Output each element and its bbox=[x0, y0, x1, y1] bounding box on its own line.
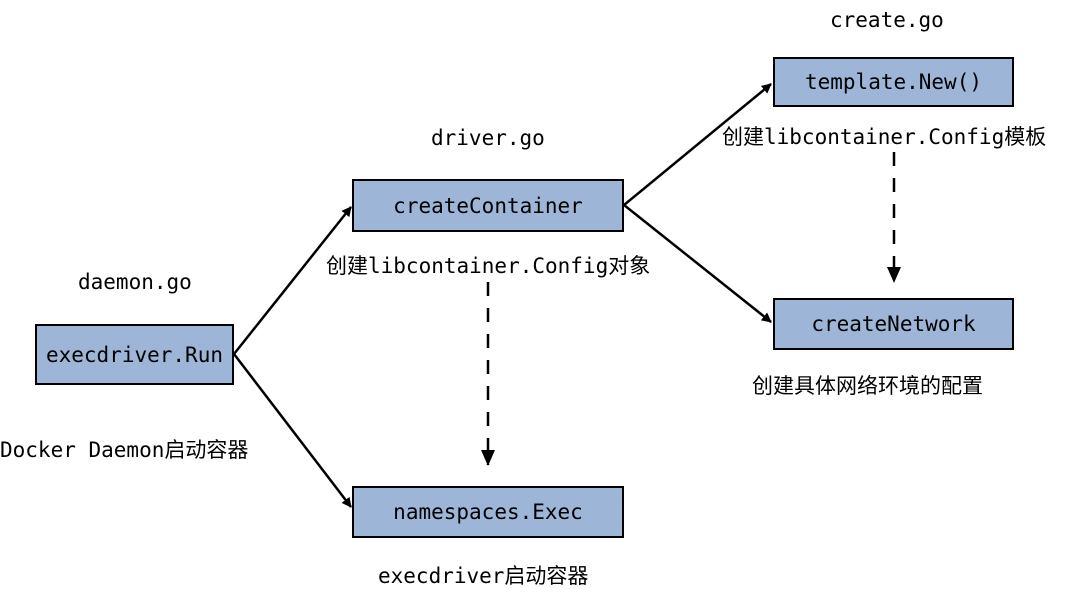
arrow-run-to-namespacesexec bbox=[233, 353, 352, 508]
caption-namespaces-exec: execdriver启动容器 bbox=[378, 564, 589, 588]
node-template-new: template.New() bbox=[773, 57, 1014, 107]
caption-create-container: 创建libcontainer.Config对象 bbox=[326, 254, 651, 278]
caption-execdriver-run: Docker Daemon启动容器 bbox=[0, 438, 249, 462]
caption-template-new: 创建libcontainer.Config模板 bbox=[722, 125, 1047, 149]
node-create-network: createNetwork bbox=[773, 298, 1014, 350]
arrow-createcontainer-to-createnetwork bbox=[623, 204, 772, 323]
caption-create-network: 创建具体网络环境的配置 bbox=[752, 374, 983, 398]
node-create-container: createContainer bbox=[352, 179, 624, 232]
file-label-create: create.go bbox=[830, 8, 944, 32]
file-label-daemon: daemon.go bbox=[78, 270, 192, 294]
arrow-createcontainer-to-templatenew bbox=[623, 83, 772, 206]
node-execdriver-run: execdriver.Run bbox=[35, 324, 234, 385]
node-namespaces-exec: namespaces.Exec bbox=[352, 486, 624, 538]
arrow-run-to-createcontainer bbox=[233, 206, 352, 355]
file-label-driver: driver.go bbox=[431, 126, 545, 150]
